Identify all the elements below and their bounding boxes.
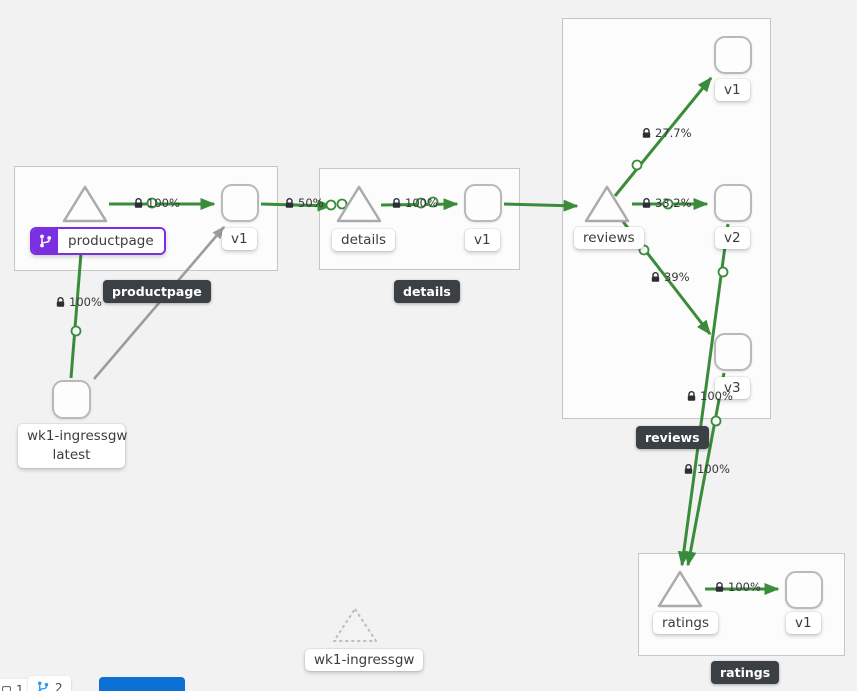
node-ratings-service[interactable] <box>656 568 704 614</box>
ingressgw-label-name: wk1-ingressgw <box>27 428 128 444</box>
mtls-lock-icon <box>285 197 294 208</box>
group-badge-reviews: reviews <box>636 426 709 449</box>
virtual-service-icon <box>32 229 58 253</box>
productpage-service-label[interactable]: productpage <box>30 227 166 255</box>
group-badge-productpage: productpage <box>103 280 211 303</box>
chip-count: 1 <box>16 683 24 691</box>
node-ratings-v1[interactable] <box>785 571 823 609</box>
reviews-v3-label[interactable]: v3 <box>715 377 750 399</box>
productpage-service-label-text: productpage <box>58 229 164 253</box>
node-reviews-service[interactable] <box>583 183 631 229</box>
group-badge-ratings: ratings <box>711 661 780 684</box>
edge-reviews-v2-to-ratings[interactable] <box>677 223 730 567</box>
edge-gateway-to-productpage-v1[interactable] <box>93 226 225 380</box>
node-productpage-service[interactable] <box>61 183 109 229</box>
node-reviews-v3[interactable] <box>714 333 752 371</box>
node-details-v1[interactable] <box>464 184 502 222</box>
productpage-v1-label[interactable]: v1 <box>222 228 257 250</box>
mtls-lock-icon <box>56 296 65 307</box>
ratings-service-label[interactable]: ratings <box>653 612 719 634</box>
edge-dots <box>70 159 729 427</box>
edge-label-reviews-v2-to-ratings[interactable]: 100% <box>686 389 733 403</box>
edge-label-gateway-to-productpage[interactable]: 100% <box>55 295 102 309</box>
mtls-lock-icon <box>651 271 660 282</box>
edge-label-reviews-v3-to-ratings[interactable]: 100% <box>683 462 730 476</box>
reviews-v1-label[interactable]: v1 <box>715 79 750 101</box>
ingressgw-label-version: latest <box>52 447 91 463</box>
node-ingressgw-ghost[interactable] <box>331 605 379 649</box>
ingressgw-label[interactable]: wk1-ingressgw latest <box>18 424 128 468</box>
details-service-label[interactable]: details <box>332 229 395 251</box>
app-icon <box>2 685 11 691</box>
edge-reviews-v3-to-ratings[interactable] <box>684 372 726 567</box>
node-productpage-v1[interactable] <box>221 184 259 222</box>
node-ingressgw[interactable] <box>52 380 91 419</box>
edge-label-reviews-to-v2[interactable]: 33.2% <box>641 196 692 210</box>
graph-summary-chip-versions[interactable]: 2 <box>28 676 71 691</box>
mtls-lock-icon <box>687 390 696 401</box>
ingressgw-ghost-label[interactable]: wk1-ingressgw <box>305 649 424 671</box>
graph-summary-chip-apps[interactable]: 1 <box>0 679 32 691</box>
chip-count: 2 <box>55 680 63 691</box>
edge-label-productpage-v1-to-details[interactable]: 50% <box>284 196 324 210</box>
node-reviews-v1[interactable] <box>714 36 752 74</box>
edge-label-productpage-to-v1[interactable]: 100% <box>133 196 180 210</box>
edge-details-v1-to-reviews[interactable] <box>503 199 579 212</box>
mtls-lock-icon <box>715 581 724 592</box>
mtls-lock-icon <box>684 463 693 474</box>
mtls-lock-icon <box>134 197 143 208</box>
edge-label-reviews-to-v1[interactable]: 27.7% <box>641 126 692 140</box>
edge-label-reviews-to-v3[interactable]: 39% <box>650 270 690 284</box>
legend-button[interactable] <box>99 677 185 691</box>
group-badge-details: details <box>394 280 460 303</box>
ratings-v1-label[interactable]: v1 <box>786 612 821 634</box>
details-v1-label[interactable]: v1 <box>465 229 500 251</box>
reviews-service-label[interactable]: reviews <box>574 227 644 249</box>
node-reviews-v2[interactable] <box>714 184 752 222</box>
edge-label-details-to-v1[interactable]: 100% <box>391 196 438 210</box>
mtls-lock-icon <box>642 197 651 208</box>
mtls-lock-icon <box>642 127 651 138</box>
mtls-lock-icon <box>392 197 401 208</box>
edge-productpage-v1-to-details[interactable] <box>260 199 333 212</box>
edge-reviews-to-v1[interactable] <box>613 76 713 197</box>
reviews-v2-label[interactable]: v2 <box>715 227 750 249</box>
node-details-service[interactable] <box>335 183 383 229</box>
code-branch-icon <box>37 681 49 691</box>
edge-label-ratings-to-v1[interactable]: 100% <box>714 580 761 594</box>
